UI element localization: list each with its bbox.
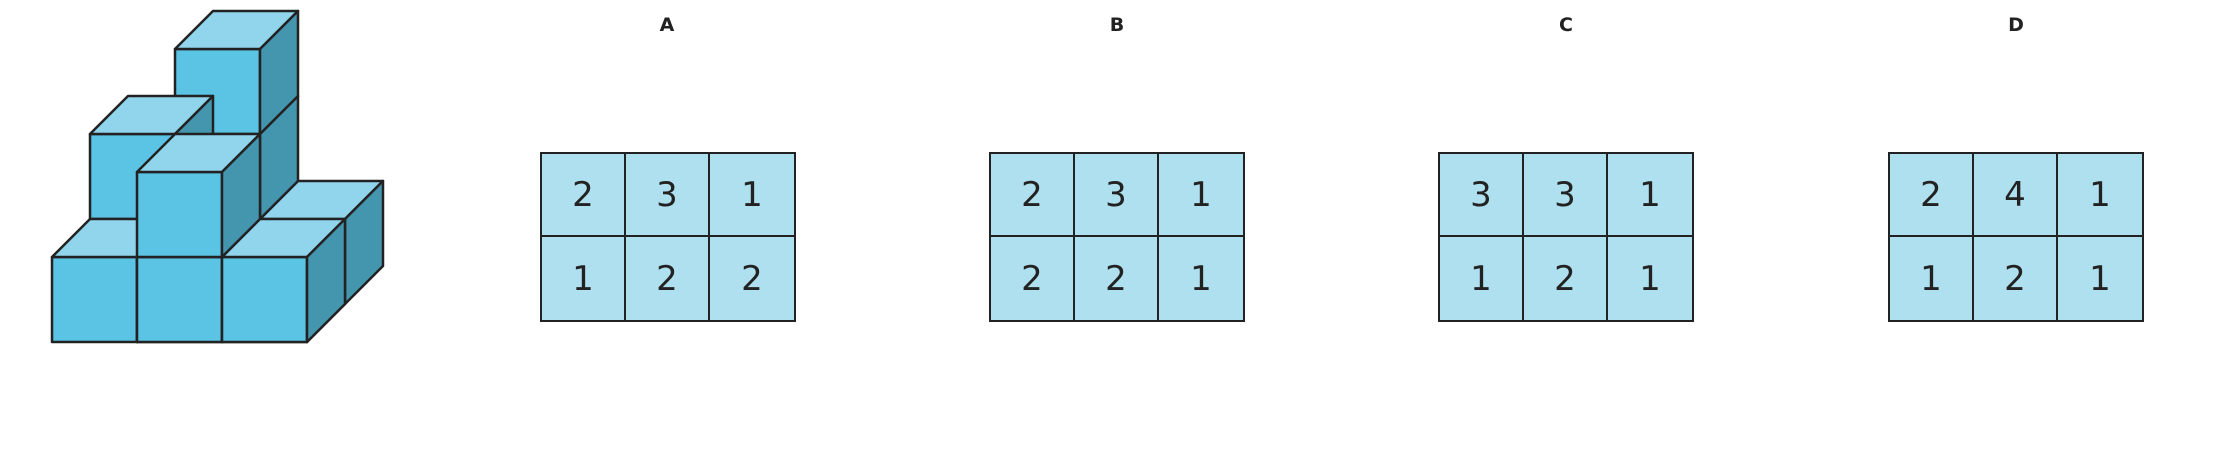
grid-cell: 2: [991, 237, 1075, 320]
grid-option-a: 2 3 1 1 2 2: [540, 152, 796, 322]
grid-cell: 1: [2058, 154, 2142, 237]
cube-stack-drawing: [50, 9, 385, 344]
grid-cell: 2: [741, 258, 763, 299]
cube: [135, 132, 262, 259]
cube: [220, 217, 347, 344]
panel-label-d: D: [2008, 14, 2024, 36]
grid-cell: 1: [2089, 258, 2111, 299]
grid-option-b: 2 3 1 2 2 1: [989, 152, 1245, 322]
grid-cell: 2: [1974, 237, 2058, 320]
cube-stack: [50, 9, 385, 344]
grid-cell: 2: [626, 237, 710, 320]
grid-cell: 3: [1440, 154, 1524, 237]
grid-cell: 1: [1890, 237, 1974, 320]
grid-option-d: 2 4 1 1 2 1: [1888, 152, 2144, 322]
grid-cell: 1: [1159, 154, 1243, 237]
grid-cell: 3: [1075, 154, 1159, 237]
grid-cell: 2: [991, 154, 1075, 237]
grid-cell: 1: [1639, 258, 1661, 299]
grid-cell: 3: [1524, 154, 1608, 237]
grid-option-c: 3 3 1 1 2 1: [1438, 152, 1694, 322]
grid-cell: 2: [1075, 237, 1159, 320]
grid-cell: 1: [542, 237, 626, 320]
grid-cell: 4: [1974, 154, 2058, 237]
grid-cell: 1: [710, 154, 794, 237]
grid-cell: 1: [1190, 258, 1212, 299]
grid-cell: 2: [1524, 237, 1608, 320]
grid-cell: 1: [1608, 154, 1692, 237]
grid-cell: 3: [626, 154, 710, 237]
grid-cell: 2: [542, 154, 626, 237]
panel-label-c: C: [1559, 14, 1573, 36]
grid-cell: 2: [1890, 154, 1974, 237]
panel-label-b: B: [1109, 14, 1125, 36]
panel-label-a: A: [659, 14, 675, 36]
grid-cell: 1: [1440, 237, 1524, 320]
